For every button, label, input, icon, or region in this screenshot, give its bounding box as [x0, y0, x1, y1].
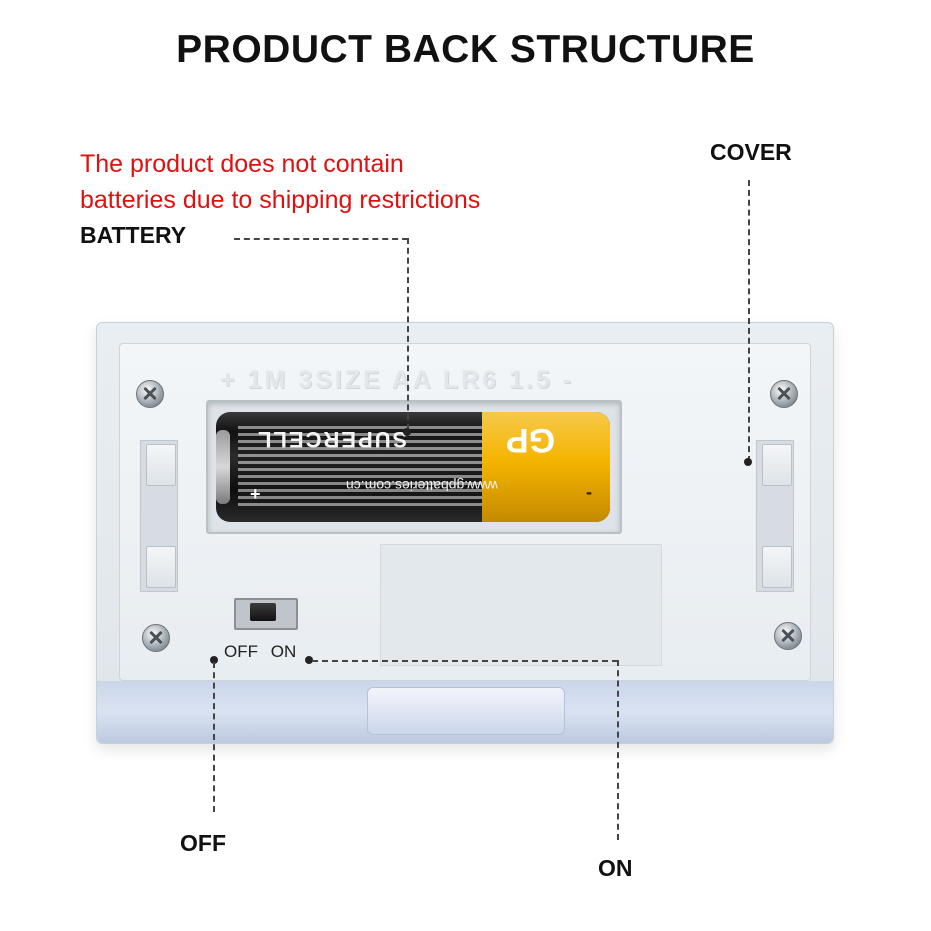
battery-gold-band [482, 412, 610, 522]
battery-plus: + [250, 484, 261, 504]
battery-minus: - [586, 482, 592, 502]
on-leader-h [312, 660, 618, 662]
product-back: + 1M 3SIZE AA LR6 1.5 - SUPERCELL GP www… [96, 322, 834, 744]
battery-leader-h [234, 238, 408, 240]
battery-brand: SUPERCELL [256, 427, 408, 452]
cover-leader-dot [744, 458, 752, 466]
switch-on-text: ON [270, 642, 297, 661]
switch-off-text: OFF [224, 642, 258, 661]
notice-line-2: batteries due to shipping restrictions [80, 186, 481, 214]
battery-url: www.gpbatteries.com.cn [346, 478, 498, 494]
right-clip-top [762, 444, 792, 486]
notice-line-1: The product does not contain [80, 150, 404, 178]
aa-battery: SUPERCELL GP www.gpbatteries.com.cn + - [216, 412, 610, 522]
stand-foot [367, 687, 565, 735]
back-pad [380, 544, 662, 666]
on-leader-dot [305, 656, 313, 664]
battery-leader-dot [403, 428, 411, 436]
left-clip-top [146, 444, 176, 486]
off-leader-dot [210, 656, 218, 664]
battery-logo: GP [506, 421, 556, 459]
shipping-notice: The product does not contain batteries d… [80, 146, 480, 218]
screw-icon [774, 622, 802, 650]
page-title: PRODUCT BACK STRUCTURE [176, 28, 755, 71]
screw-icon [142, 624, 170, 652]
on-leader-v [617, 660, 619, 840]
screw-icon [770, 380, 798, 408]
cover-label: COVER [710, 139, 792, 165]
embossed-text: + 1M 3SIZE AA LR6 1.5 - [220, 366, 575, 394]
left-clip-bottom [146, 546, 176, 588]
battery-label: BATTERY [80, 222, 187, 248]
on-label: ON [598, 855, 633, 881]
right-clip-bottom [762, 546, 792, 588]
off-label: OFF [180, 830, 226, 856]
back-cover-panel: + 1M 3SIZE AA LR6 1.5 - SUPERCELL GP www… [119, 343, 811, 681]
battery-compartment[interactable]: SUPERCELL GP www.gpbatteries.com.cn + - [206, 400, 622, 534]
power-switch[interactable] [234, 598, 298, 630]
off-leader [213, 662, 215, 812]
battery-leader-v [407, 238, 409, 430]
cover-leader [748, 180, 750, 462]
screw-icon [136, 380, 164, 408]
switch-knob[interactable] [250, 603, 276, 621]
switch-labels: OFF ON [224, 642, 304, 662]
battery-stripes [238, 426, 482, 510]
battery-cap [216, 430, 230, 504]
